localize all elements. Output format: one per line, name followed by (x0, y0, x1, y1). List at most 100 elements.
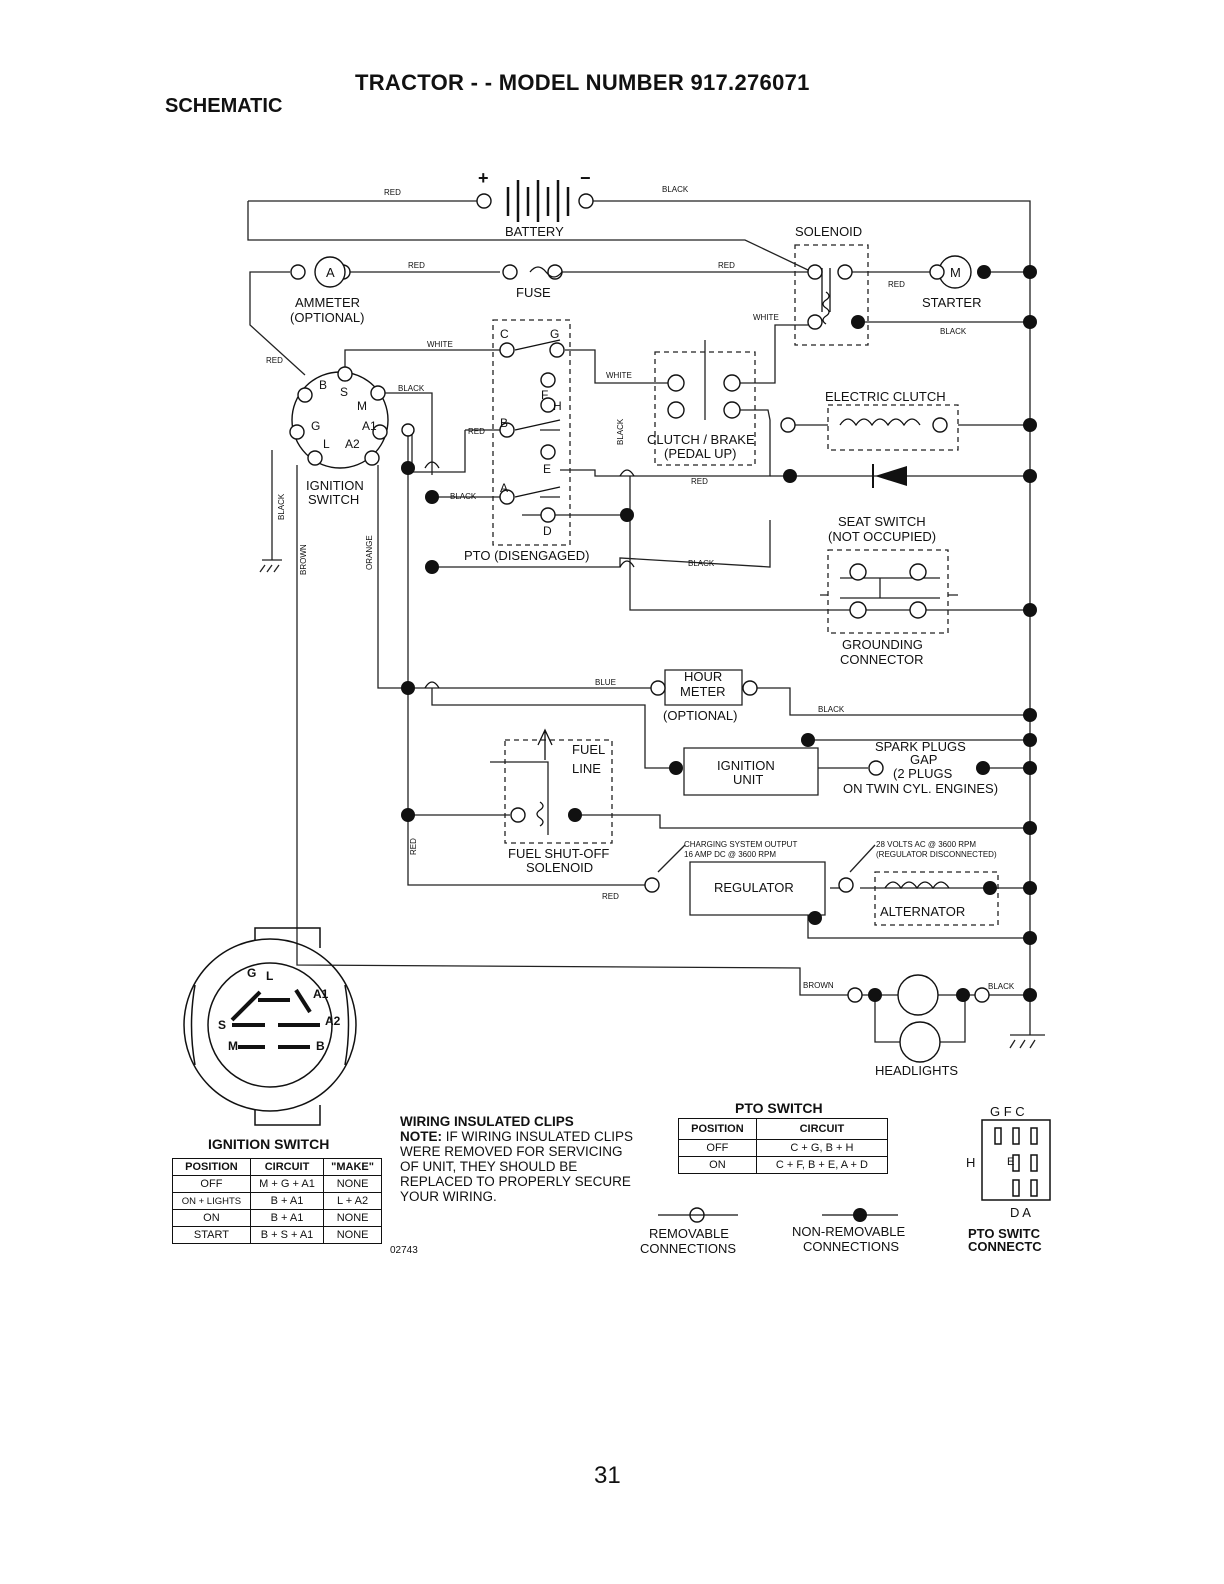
table-cell: OFF (678, 1139, 757, 1157)
plugs-label: (2 PLUGS (893, 766, 953, 781)
wire-black-ground: BLACK (277, 493, 286, 520)
ign-terminal-b: B (319, 378, 327, 392)
legend-removable-label-2: CONNECTIONS (640, 1241, 736, 1256)
volts-label-2: (REGULATOR DISCONNECTED) (876, 850, 997, 859)
battery-pos-label: + (478, 168, 489, 188)
headlight-symbol-2 (899, 1021, 941, 1063)
legend-nonremovable-label-2: CONNECTIONS (803, 1239, 899, 1254)
table-cell: C + F, B + E, A + D (755, 1156, 889, 1174)
wire-black-hour: BLACK (818, 705, 845, 714)
table-row: OFF C + G, B + H (678, 1139, 889, 1157)
pto-terminal-g: G (550, 327, 559, 341)
switch-face-a1: A1 (313, 987, 329, 1001)
pto-connector-label-2: CONNECTC (968, 1239, 1042, 1254)
pto-terminal-e: E (543, 462, 551, 476)
switch-face-a2: A2 (325, 1014, 341, 1028)
ign-terminal-m: M (357, 399, 367, 413)
battery-symbol (506, 180, 570, 222)
ignition-switch-table: POSITION CIRCUIT "MAKE" OFF M + G + A1 N… (172, 1158, 382, 1244)
pto-terminal-b: B (500, 416, 508, 430)
table-cell: NONE (323, 1175, 382, 1193)
line-label: LINE (572, 761, 601, 776)
note-text: IF WIRING INSULATED CLIPS WERE REMOVED F… (400, 1129, 634, 1204)
twin-label: ON TWIN CYL. ENGINES) (843, 781, 998, 796)
drawing-code: 02743 (390, 1245, 418, 1256)
pto-conn-h: H (966, 1155, 975, 1170)
headlight-symbol-1 (897, 974, 939, 1016)
pto-terminal-a: A (500, 481, 508, 495)
table-cell: ON (678, 1156, 757, 1174)
ign-terminal-l: L (323, 437, 330, 451)
switch-face-b: B (316, 1039, 325, 1053)
wire-red-regulator: RED (602, 892, 619, 901)
pto-conn-top: G F C (990, 1104, 1025, 1119)
starter-label: STARTER (922, 295, 981, 310)
pto-terminal-f: F (541, 388, 548, 402)
table-cell: ON + LIGHTS (172, 1192, 251, 1210)
wire-red-battery: RED (384, 188, 401, 197)
wire-orange-vertical: ORANGE (365, 535, 374, 570)
ignition-unit-label: IGNITION (717, 758, 775, 773)
ammeter-optional: (OPTIONAL) (290, 310, 364, 325)
pto-connector (981, 1119, 1051, 1201)
hour-meter-label: HOUR (684, 669, 722, 684)
ammeter-symbol-label: A (326, 265, 335, 280)
ignition-unit-label-2: UNIT (733, 772, 763, 787)
wire-white-ign: WHITE (427, 340, 453, 349)
gap-label: GAP (910, 752, 937, 767)
volts-label: 28 VOLTS AC @ 3600 RPM (876, 840, 976, 849)
fuse-label: FUSE (516, 285, 551, 300)
wire-red-fuse: RED (718, 261, 735, 270)
legend-nonremovable-label: NON-REMOVABLE (792, 1224, 905, 1239)
wire-black-clutch-vertical: BLACK (616, 418, 625, 445)
page-subtitle: SCHEMATIC (165, 95, 283, 117)
wire-blue-hour: BLUE (595, 678, 616, 687)
ignition-switch-label: IGNITION (306, 478, 364, 493)
starter-symbol: M (950, 265, 961, 280)
seat-switch-label-2: (NOT OCCUPIED) (828, 529, 936, 544)
fuel-label: FUEL (572, 742, 605, 757)
table-cell: L + A2 (323, 1192, 382, 1210)
ign-header-circuit: CIRCUIT (249, 1158, 325, 1176)
wire-black-pto: BLACK (450, 492, 477, 501)
wire-black-seat: BLACK (688, 559, 715, 568)
ign-terminal-s: S (340, 385, 348, 399)
fuel-solenoid-label: FUEL SHUT-OFF (508, 846, 609, 861)
table-cell: NONE (323, 1209, 382, 1227)
fuel-solenoid-label-2: SOLENOID (526, 860, 593, 875)
ign-header-position: POSITION (172, 1158, 251, 1176)
ignition-table-title: IGNITION SWITCH (208, 1136, 330, 1152)
wire-black-headlight: BLACK (988, 982, 1015, 991)
page-title: TRACTOR - - MODEL NUMBER 917.276071 (355, 70, 810, 95)
table-cell: B + A1 (249, 1209, 325, 1227)
ign-header-make: "MAKE" (323, 1158, 382, 1176)
pto-terminal-c: C (500, 327, 509, 341)
table-cell: C + G, B + H (755, 1139, 889, 1157)
pto-terminal-h: H (553, 399, 562, 413)
pto-header-circuit: CIRCUIT (755, 1118, 889, 1140)
table-row: ON B + A1 NONE (172, 1209, 382, 1227)
ammeter-symbol (314, 256, 346, 288)
table-cell: ON (172, 1209, 251, 1227)
pto-switch-table: POSITION CIRCUIT OFF C + G, B + H ON C +… (678, 1118, 889, 1174)
diode-symbol (875, 466, 907, 486)
switch-face-l: L (266, 969, 273, 983)
table-row: OFF M + G + A1 NONE (172, 1175, 382, 1193)
switch-face-s: S (218, 1018, 226, 1032)
battery-neg-terminal (578, 193, 594, 209)
wiring-note: WIRING INSULATED CLIPS NOTE: IF WIRING I… (400, 1114, 640, 1204)
ign-terminal-g: G (311, 419, 320, 433)
table-cell: B + A1 (249, 1192, 325, 1210)
ignition-switch-face (183, 927, 357, 1126)
wire-red-vertical: RED (409, 838, 418, 855)
hour-meter-optional: (OPTIONAL) (663, 708, 737, 723)
grounding-label: GROUNDING (842, 637, 923, 652)
table-cell: B + S + A1 (249, 1226, 325, 1244)
note-label: NOTE: (400, 1129, 442, 1144)
table-cell: NONE (323, 1226, 382, 1244)
table-row: START B + S + A1 NONE (172, 1226, 382, 1244)
ign-terminal-a1: A1 (362, 419, 377, 433)
table-cell: START (172, 1226, 251, 1244)
pto-conn-e: E (1007, 1156, 1014, 1168)
